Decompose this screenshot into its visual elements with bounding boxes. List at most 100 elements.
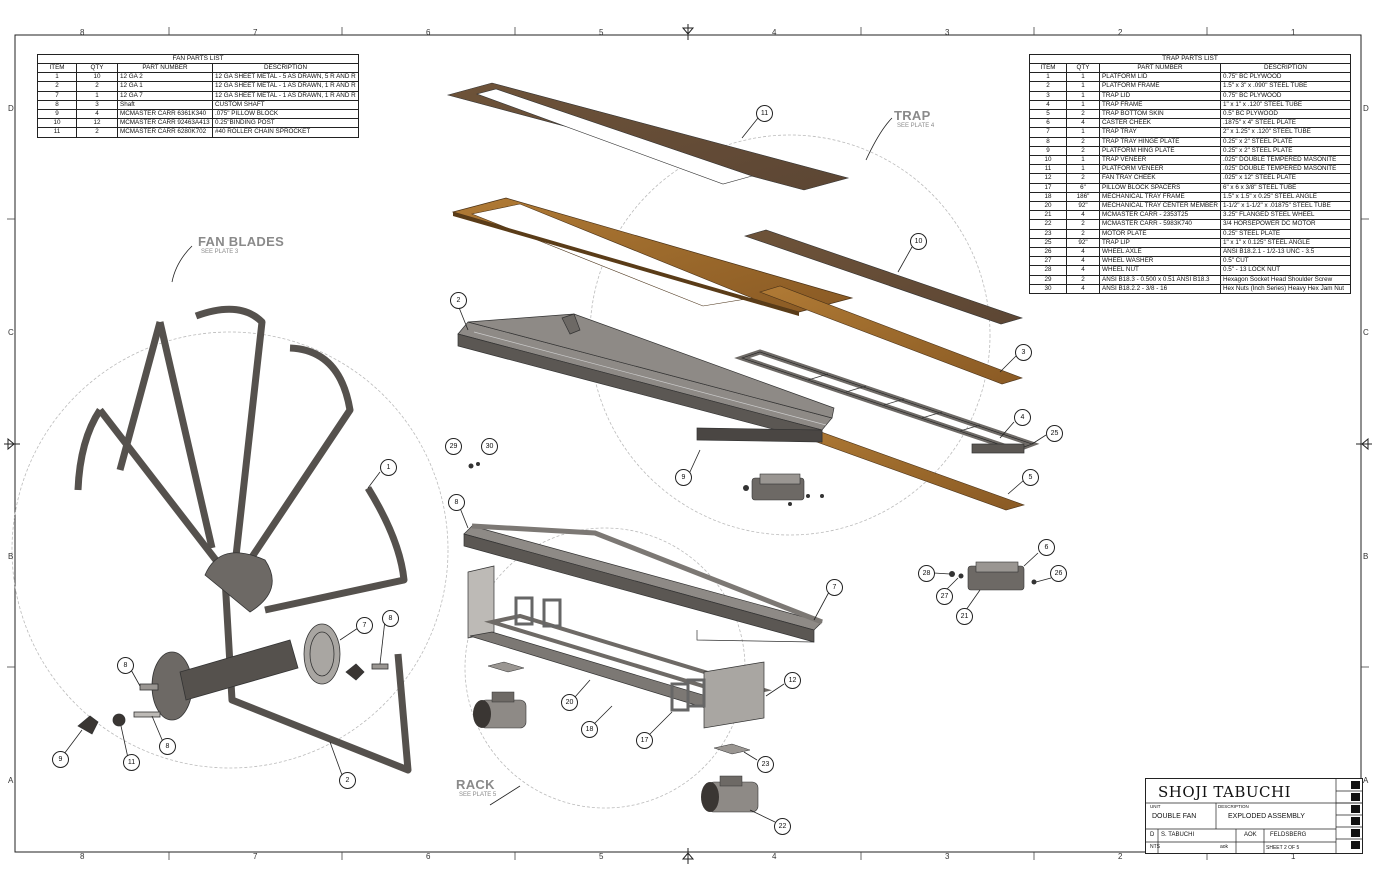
table-cell: 4: [1029, 99, 1067, 111]
table-cell: 2: [1066, 109, 1100, 120]
table-cell: 2: [76, 127, 118, 138]
zone-top-4: 4: [772, 28, 777, 37]
table-cell: 1: [1066, 99, 1100, 111]
balloon-callout: 11: [123, 754, 140, 771]
table-cell: 20: [1029, 201, 1067, 212]
table-cell: 4: [1066, 265, 1100, 276]
table-header-row: ITEM QTY PART NUMBER DESCRIPTION: [1029, 62, 1352, 74]
table-cell: CASTER CHEEK: [1099, 118, 1221, 129]
zone-right-B: B: [1363, 552, 1369, 561]
table-cell: 3.25" FLANGED STEEL WHEEL: [1219, 210, 1352, 221]
table-cell: MECHANICAL TRAY CENTER MEMBER: [1099, 201, 1221, 212]
trap-veneer: [744, 229, 1023, 325]
table-cell: MECHANICAL TRAY FRAME: [1099, 191, 1221, 203]
trap-subtitle: SEE PLATE 4: [897, 123, 935, 129]
balloon-callout: 3: [1015, 344, 1032, 361]
table-cell: 12: [1029, 173, 1067, 184]
table-cell: 2: [1029, 81, 1067, 92]
table-cell: CUSTOM SHAFT: [212, 99, 359, 111]
company-name: SHOJI TABUCHI: [1158, 783, 1292, 801]
table-cell: 3/4 HORSEPOWER DC MOTOR: [1219, 219, 1352, 230]
column-header: PART NUMBER: [117, 62, 213, 74]
table-cell: 11: [1029, 164, 1067, 175]
table-cell: 12 GA 1: [117, 81, 213, 92]
table-cell: .075" PILLOW BLOCK: [212, 109, 359, 120]
table-cell: MOTOR PLATE: [1099, 228, 1221, 239]
table-cell: TRAP TRAY: [1099, 127, 1221, 138]
trap-parts-list: TRAP PARTS LIST ITEM QTY PART NUMBER DES…: [1029, 54, 1352, 295]
table-cell: TRAP BOTTOM SKIN: [1099, 109, 1221, 120]
table-cell: 12: [76, 118, 118, 129]
table-cell: .025" DOUBLE TEMPERED MASONITE: [1219, 164, 1352, 175]
fan-blades-subtitle: SEE PLATE 3: [201, 249, 239, 255]
table-cell: 186": [1066, 191, 1100, 203]
table-cell: 1: [1066, 81, 1100, 92]
column-header: PART NUMBER: [1099, 62, 1221, 74]
fan-parts-list: FAN PARTS LIST ITEM QTY PART NUMBER DESC…: [37, 54, 359, 138]
balloon-callout: 23: [757, 756, 774, 773]
table-cell: 0.25" x 2" STEEL PLATE: [1219, 136, 1352, 147]
balloon-callout: 9: [52, 751, 69, 768]
table-cell: 7: [37, 90, 77, 101]
table-cell: 29: [1029, 274, 1067, 285]
zone-bottom-5: 5: [599, 852, 604, 861]
table-cell: TRAP FRAME: [1099, 99, 1221, 111]
table-cell: 12 GA SHEET METAL - 1 AS DRAWN, 1 R AND …: [212, 90, 359, 101]
approved-by: FELDSBERG: [1270, 832, 1307, 838]
unit-label: UNIT: [1150, 804, 1161, 809]
trap-title: TRAP: [894, 108, 931, 123]
platform-frame: [457, 313, 835, 443]
table-cell: 12 GA SHEET METAL - 5 AS DRAWN, 5 R AND …: [212, 72, 359, 83]
balloon-callout: 7: [356, 617, 373, 634]
table-cell: PLATFORM VENEER: [1099, 164, 1221, 175]
table-cell: FAN TRAY CHEEK: [1099, 173, 1221, 184]
table-cell: 25: [1029, 237, 1067, 249]
rack-assembly: [463, 462, 1037, 813]
zone-bottom-7: 7: [253, 852, 258, 861]
table-cell: 4: [1066, 118, 1100, 129]
table-cell: 1" x 1" x .120" STEEL TUBE: [1219, 99, 1352, 111]
zone-top-3: 3: [945, 28, 950, 37]
table-cell: 2: [37, 81, 77, 92]
table-cell: 2: [76, 81, 118, 92]
table-cell: PLATFORM FRAME: [1099, 81, 1221, 92]
table-cell: 12 GA SHEET METAL - 1 AS DRAWN, 1 R AND …: [212, 81, 359, 92]
trap-lid: [759, 285, 1023, 385]
table-cell: TRAP LIP: [1099, 237, 1221, 249]
table-cell: 8: [1029, 136, 1067, 147]
balloon-callout: 30: [481, 438, 498, 455]
table-cell: 2: [1066, 145, 1100, 157]
balloon-callout: 10: [910, 233, 927, 250]
table-cell: 0.75" BC PLYWOOD: [1219, 72, 1352, 83]
table-cell: 92": [1066, 237, 1100, 249]
table-cell: 8: [37, 99, 77, 111]
trap-group-circle: [589, 134, 991, 536]
balloon-callout: 8: [117, 657, 134, 674]
column-header: QTY: [1066, 62, 1100, 74]
table-cell: 2: [1066, 173, 1100, 184]
balloon-callout: 22: [774, 818, 791, 835]
balloon-callout: 7: [826, 579, 843, 596]
table-cell: .025" x 12" STEEL PLATE: [1219, 173, 1352, 184]
table-cell: 1-1/2" x 1-1/2" x .01875" STEEL TUBE: [1219, 201, 1352, 212]
balloon-callout: 12: [784, 672, 801, 689]
balloon-callout: 1: [380, 459, 397, 476]
fan-parts-list-title: FAN PARTS LIST: [37, 54, 359, 63]
balloon-callout: 28: [918, 565, 935, 582]
table-cell: 26: [1029, 247, 1067, 258]
zone-bottom-2: 2: [1118, 852, 1123, 861]
balloon-callout: 27: [936, 588, 953, 605]
